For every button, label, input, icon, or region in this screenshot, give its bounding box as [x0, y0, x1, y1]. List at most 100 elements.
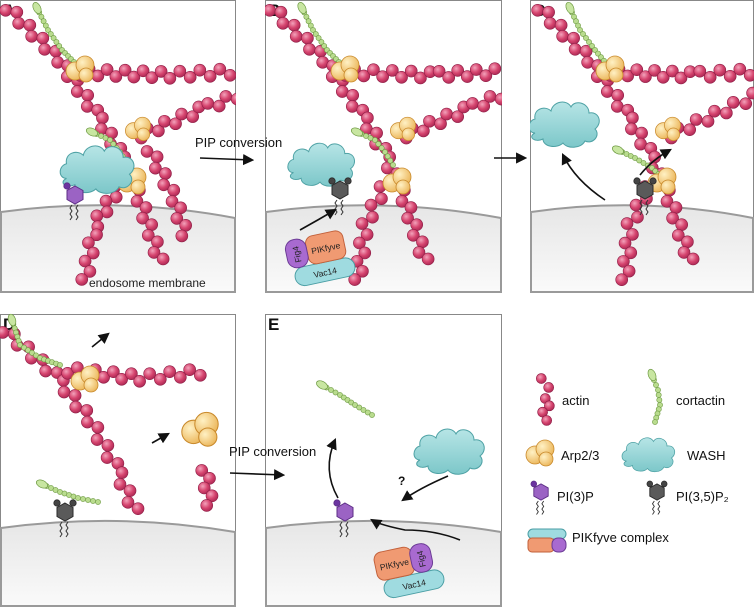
inositol-ring	[649, 483, 665, 501]
actin-subunit	[127, 70, 141, 84]
actin-subunit	[183, 70, 197, 84]
cortactin-bead	[53, 39, 60, 45]
actin-subunit	[81, 89, 95, 102]
actin-subunit	[149, 161, 162, 175]
arp23-d-free	[181, 411, 219, 447]
actin-subunit	[414, 71, 427, 85]
wash-shape	[413, 428, 485, 475]
cortactin-bead	[352, 402, 358, 408]
actin-subunit	[554, 18, 568, 32]
actin-branch-low2-a	[140, 145, 192, 243]
arp23-d-1	[70, 365, 100, 393]
legend-pi35p2-label: PI(3,5)P₂	[676, 489, 729, 504]
actin-subunit	[494, 92, 502, 106]
actin-subunit	[61, 366, 74, 380]
cortactin-bead	[95, 499, 101, 505]
arrow-cortactin-release-c	[639, 148, 672, 176]
actin-subunit	[91, 421, 105, 434]
cortactin-bead	[640, 160, 647, 166]
cortactin-bead	[390, 162, 396, 168]
cortactin-bead	[364, 409, 371, 416]
inositol-ring	[636, 180, 654, 200]
actin-subunit	[276, 17, 290, 30]
actin-subunit	[99, 194, 113, 208]
phosphate	[530, 480, 538, 488]
pi3p-e	[333, 499, 354, 538]
cortactin-bead	[57, 362, 63, 368]
actin-subunit	[440, 107, 453, 121]
actin-subunit	[556, 29, 569, 43]
question-mark-label: ?	[398, 474, 405, 488]
pi35p2-c	[633, 177, 657, 216]
arrow-release-d-1	[91, 332, 110, 348]
actin-subunit	[57, 385, 71, 399]
arrow-pikfyve-b	[299, 208, 337, 231]
legend-pi3p-icon	[530, 480, 549, 515]
actin-subunit	[442, 71, 456, 84]
actin-subunit	[674, 71, 688, 85]
inositol-ring	[56, 502, 74, 522]
actin-subunit	[434, 117, 447, 131]
actin-subunit	[376, 70, 389, 83]
actin-subunit	[355, 217, 369, 230]
actin-subunit	[708, 104, 721, 118]
actin-subunit	[179, 219, 192, 232]
actin-subunit	[151, 235, 164, 249]
actin-subunit	[689, 113, 703, 126]
phosphate	[63, 182, 71, 190]
actin-subunit	[346, 89, 360, 102]
cortactin-bead	[387, 157, 394, 164]
actin-subunit	[617, 255, 630, 268]
actin-subunit	[469, 63, 483, 76]
cortactin-bead	[50, 35, 57, 41]
cortactin-head	[7, 313, 17, 327]
cortactin-bead	[80, 496, 86, 502]
actin-subunit	[115, 372, 128, 386]
actin-subunit	[197, 481, 211, 495]
arp23-b-2	[390, 116, 416, 141]
pi35p2-d	[53, 499, 77, 538]
actin-subunit	[544, 400, 555, 412]
phosphate	[53, 499, 61, 507]
cortactin-bead	[655, 392, 662, 398]
actin-subunit	[101, 439, 115, 452]
actin-subunit	[80, 404, 94, 417]
arp23-b-1	[330, 55, 360, 83]
actin-subunit	[630, 63, 644, 77]
actin-subunit	[543, 382, 554, 393]
actin-subunit	[648, 64, 661, 77]
pi3p-a	[63, 182, 84, 221]
actin-subunit	[118, 63, 132, 77]
actin-subunit	[193, 63, 207, 77]
actin-subunit	[395, 70, 408, 84]
actin-subunit	[219, 90, 233, 103]
actin-subunit	[78, 254, 92, 268]
wash-shape	[287, 142, 356, 187]
actin-subunit	[543, 16, 557, 30]
actin-subunit	[169, 117, 182, 131]
actin-subunit	[618, 236, 632, 250]
arp-lobe	[660, 179, 676, 195]
legend-pi35p2-icon	[646, 480, 668, 515]
actin-subunit	[82, 236, 95, 250]
cortactin-head	[565, 1, 575, 15]
lipid-tails	[339, 521, 349, 538]
actin-subunit	[230, 92, 236, 106]
actin-subunit	[629, 198, 643, 212]
actin-subunit	[69, 400, 83, 414]
actin-subunit	[174, 370, 187, 384]
actin-subunit	[194, 368, 207, 382]
phosphate	[69, 499, 77, 507]
cortactin-bead	[315, 35, 322, 41]
actin-subunit	[90, 209, 104, 223]
actin-subunit	[386, 64, 399, 77]
actin-subunit	[677, 246, 691, 259]
legend-wash-icon	[621, 437, 676, 473]
actin-subunit	[666, 64, 679, 78]
lipid-tails	[651, 500, 661, 515]
arp23-a-1	[65, 55, 95, 83]
cortactin-d-1	[7, 313, 63, 368]
actin-subunit	[90, 228, 103, 242]
